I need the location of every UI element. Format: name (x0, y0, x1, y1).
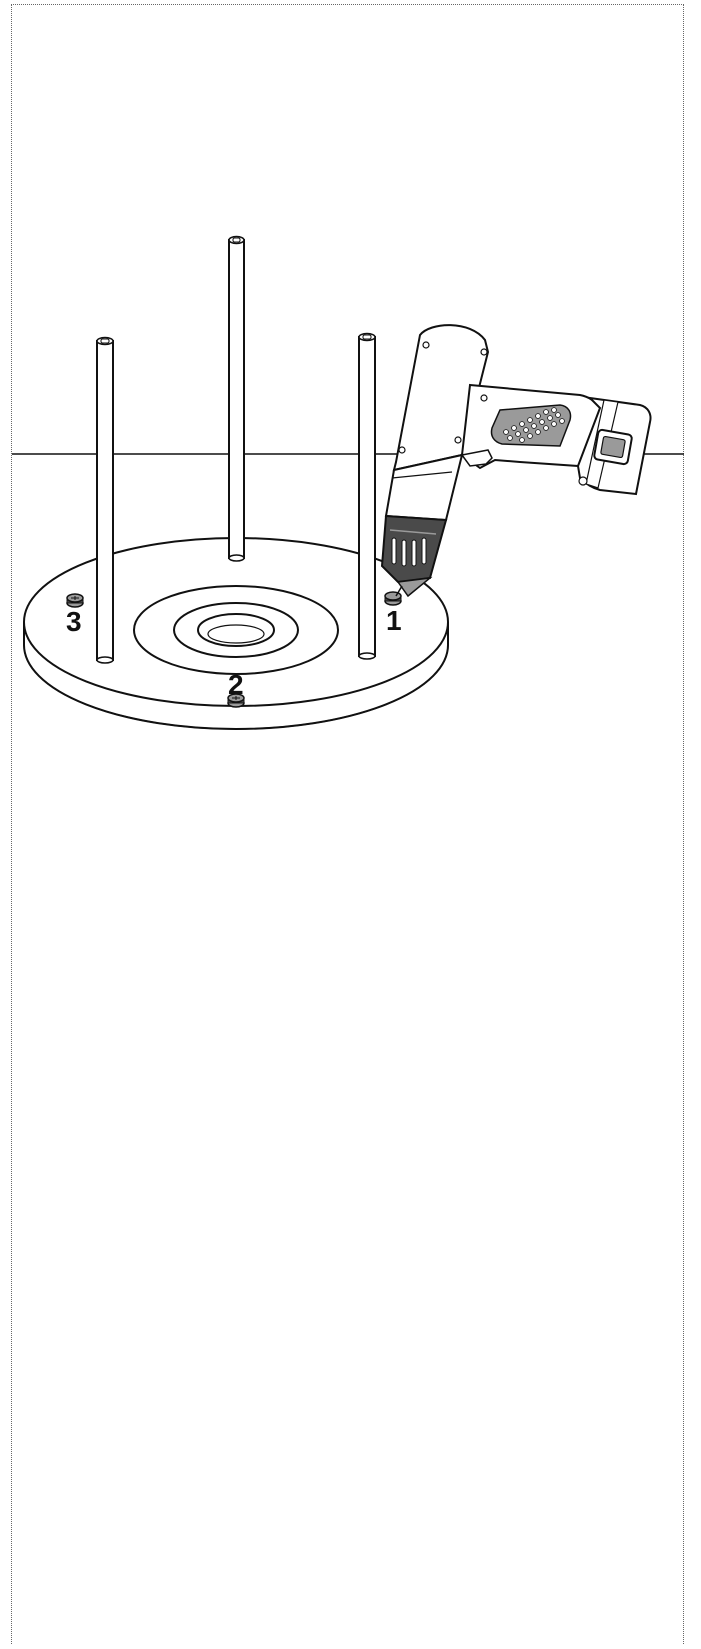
page-frame (11, 4, 684, 1644)
screw-label-1: 1 (386, 605, 402, 636)
screw-icon (227, 693, 245, 708)
screw-icon (66, 593, 84, 608)
screw-label-3: 3 (66, 606, 82, 637)
center-ring (133, 585, 339, 675)
rod-left (96, 336, 114, 664)
rod-center (228, 235, 245, 562)
screw-icon (384, 591, 402, 606)
screw-label-2: 2 (228, 669, 244, 700)
rod-right (358, 332, 376, 660)
drill-icon (380, 324, 652, 598)
